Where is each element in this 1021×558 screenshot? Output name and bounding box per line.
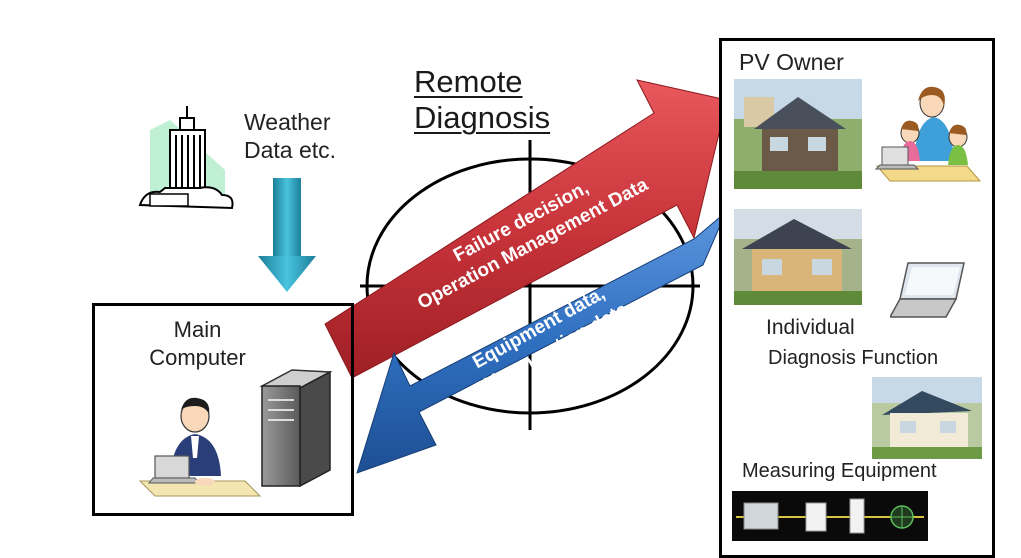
- house-photo-3: [872, 377, 982, 459]
- weather-line1: Weather: [244, 109, 331, 135]
- individual-diagnosis-label: Individual Diagnosis Function: [766, 313, 938, 373]
- title-line1: Remote: [414, 64, 523, 99]
- pc-tower-icon: [259, 369, 333, 488]
- pv-owner-box: PV Owner: [719, 38, 995, 558]
- office-worker-icon: [138, 397, 262, 497]
- red-arrow: [324, 79, 728, 379]
- house-photo-2: [734, 209, 862, 305]
- measuring-equipment-strip: [732, 491, 928, 541]
- pv-owner-title: PV Owner: [739, 49, 844, 75]
- weather-label: Weather Data etc.: [244, 108, 336, 164]
- family-laptop-icon: [874, 86, 982, 182]
- laptop-icon: [890, 262, 965, 318]
- diagram-canvas: Remote Diagnosis Weather Data etc. Main …: [92, 38, 995, 558]
- individual-line1: Individual: [766, 316, 855, 339]
- remote-diagnosis-title: Remote Diagnosis: [414, 64, 550, 136]
- weather-line2: Data etc.: [244, 137, 337, 163]
- diagram-graphics: [138, 79, 728, 488]
- weather-down-arrow: [258, 178, 316, 292]
- main-computer-line1: Main: [173, 317, 222, 342]
- title-line2: Diagnosis: [414, 100, 551, 135]
- measuring-equipment-label: Measuring Equipment: [742, 460, 937, 482]
- office-building-icon: [138, 106, 234, 210]
- individual-line2: Diagnosis Function: [768, 347, 939, 369]
- main-computer-label: Main Computer: [95, 316, 300, 372]
- main-computer-line2: Computer: [149, 345, 246, 370]
- main-computer-box: Main Computer: [92, 303, 354, 516]
- blue-arrow: [356, 211, 727, 474]
- house-photo-1: [734, 79, 862, 189]
